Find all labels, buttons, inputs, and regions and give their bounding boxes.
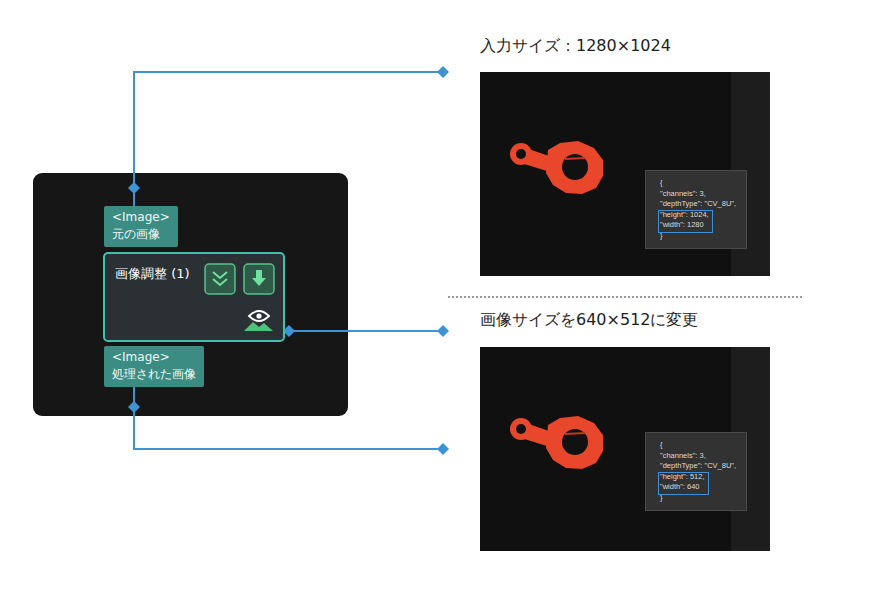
- download-button: [244, 264, 274, 294]
- json-line: "channels": 3,: [660, 451, 736, 462]
- json-line: }: [660, 231, 736, 242]
- eye-pupil: [256, 313, 261, 318]
- part-illustration: [510, 141, 603, 194]
- json-line: {: [660, 440, 736, 451]
- eye-icon: [249, 311, 269, 321]
- node-label: 処理された画像: [112, 366, 196, 383]
- info-popup: {"channels": 3,"depthType": "CV_8U","hei…: [645, 432, 747, 511]
- json-line: "width": 1280: [660, 220, 736, 231]
- json-line: "channels": 3,: [660, 189, 736, 200]
- json-line: "depthType": "CV_8U",: [660, 199, 736, 210]
- image-frame: [480, 72, 770, 276]
- port-diamond: [128, 182, 140, 194]
- json-line: "height": 1024,: [660, 210, 736, 221]
- connector-line: [134, 72, 443, 206]
- node-label: <Image>: [112, 349, 196, 366]
- connector-line: [134, 387, 443, 449]
- node-label: 画像サイズを640×512に変更: [480, 309, 770, 331]
- port-diamond: [128, 401, 140, 413]
- json-line: }: [660, 493, 736, 504]
- download-icon: [252, 270, 266, 286]
- divider-line: [448, 297, 803, 298]
- connector-line: [285, 330, 443, 332]
- json-line: "height": 512,: [660, 472, 736, 483]
- end-diamond: [437, 66, 449, 78]
- node-label: <Image>: [112, 209, 170, 226]
- process-box: 画像調整 (1): [103, 252, 285, 342]
- part-illustration: [510, 416, 603, 469]
- node-label: 画像調整 (1): [115, 265, 273, 283]
- json-line: "width": 640: [660, 482, 736, 493]
- node-label: 入力サイズ：1280×1024: [480, 35, 770, 57]
- image-frame: [480, 347, 770, 551]
- image-panel: 画像サイズを640×512に変更 {"channels": 3,"depthTyp…: [443, 304, 770, 551]
- end-diamond: [437, 325, 449, 337]
- json-line: {: [660, 178, 736, 189]
- info-popup: {"channels": 3,"depthType": "CV_8U","hei…: [645, 170, 747, 249]
- mountain-icon: [244, 322, 273, 331]
- port-tab: <Image>元の画像: [104, 206, 178, 247]
- end-diamond: [437, 443, 449, 455]
- collapse-button: [205, 264, 235, 294]
- port-tab: <Image>処理された画像: [104, 346, 204, 387]
- chevron-icon: [213, 272, 227, 285]
- json-line: "depthType": "CV_8U",: [660, 461, 736, 472]
- image-panel: 入力サイズ：1280×1024 {"channels": 3,"depthType…: [443, 30, 770, 276]
- node-panel: [33, 173, 348, 416]
- node-label: 元の画像: [112, 226, 170, 243]
